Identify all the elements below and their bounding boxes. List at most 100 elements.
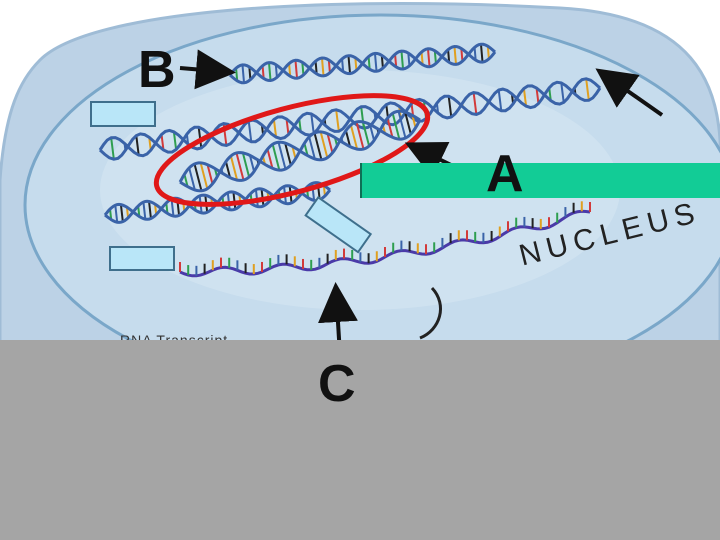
base-pair <box>472 92 478 115</box>
base-pair <box>314 61 318 74</box>
base-pair <box>308 136 316 160</box>
pore-curve <box>419 286 442 340</box>
base-pair <box>271 144 281 171</box>
arrow-icon <box>595 68 664 117</box>
base-pair <box>380 55 384 69</box>
base-pair <box>183 174 189 187</box>
base-pair <box>361 121 371 147</box>
answer-bar <box>360 163 720 198</box>
blank-label-box <box>90 101 156 127</box>
base-pair <box>119 204 124 222</box>
base-pair <box>188 167 196 191</box>
base-pair <box>267 62 272 81</box>
base-pair <box>291 146 297 159</box>
base-pair <box>235 152 245 181</box>
base-pair <box>391 113 401 140</box>
base-pair <box>193 163 203 191</box>
base-pair <box>535 87 540 104</box>
base-pair <box>266 148 274 169</box>
label-a: A <box>486 145 524 203</box>
base-pair <box>486 46 490 60</box>
base-pair <box>349 124 359 150</box>
base-pair <box>284 142 292 166</box>
base-pair <box>447 96 453 118</box>
base-pair <box>226 192 231 210</box>
base-pair <box>433 50 437 64</box>
base-pair <box>497 89 503 111</box>
base-pair <box>285 118 290 135</box>
helix-backbone <box>228 44 497 83</box>
base-pair <box>313 132 323 160</box>
base-pair <box>235 67 239 81</box>
base-pair <box>261 65 265 79</box>
base-pair <box>585 78 590 101</box>
base-pair <box>224 161 232 178</box>
base-pair <box>397 111 407 139</box>
base-pair <box>303 143 309 156</box>
dna-helix <box>178 109 422 193</box>
base-pair <box>277 142 287 170</box>
helix-backbone <box>98 80 602 158</box>
base-pair <box>319 131 329 158</box>
base-pair <box>344 130 352 147</box>
base-pair <box>367 56 371 70</box>
highlight-oval <box>153 93 431 207</box>
base-pair <box>301 62 305 76</box>
base-pair <box>294 60 299 79</box>
base-pair <box>114 205 119 223</box>
base-pair <box>172 131 178 150</box>
base-pair <box>272 119 278 138</box>
dna-helix <box>228 42 497 85</box>
base-pair <box>522 88 528 107</box>
base-pair <box>354 57 358 71</box>
base-pair <box>386 117 394 138</box>
base-pair <box>335 109 340 132</box>
base-pair <box>320 57 325 77</box>
base-pair <box>400 50 405 70</box>
base-pair <box>460 48 464 62</box>
base-pair <box>199 162 209 189</box>
base-pair <box>206 164 214 185</box>
mrna-strand <box>179 201 591 278</box>
base-pair <box>447 49 451 63</box>
base-pair <box>241 64 246 83</box>
base-pair <box>426 48 431 67</box>
label-b: B <box>138 41 176 99</box>
base-pair <box>453 46 458 65</box>
base-pair <box>247 120 253 142</box>
base-pair <box>148 201 152 219</box>
base-pair <box>394 54 398 68</box>
cover-panel <box>0 340 720 540</box>
label-c: C <box>318 355 356 413</box>
base-pair <box>420 51 424 65</box>
base-pair <box>274 64 278 78</box>
base-pair <box>326 133 334 154</box>
base-pair <box>368 124 376 141</box>
base-pair <box>248 155 256 172</box>
helix-backbone <box>178 119 422 183</box>
base-pair <box>135 135 140 156</box>
base-pair <box>142 202 147 220</box>
base-pair <box>347 55 352 74</box>
base-pair <box>479 44 484 63</box>
base-pair <box>473 47 477 61</box>
base-pair <box>341 58 345 72</box>
base-pair <box>407 53 411 66</box>
arrow-icon <box>179 49 236 90</box>
base-pair <box>411 115 417 128</box>
base-pair <box>110 137 115 160</box>
base-pair <box>241 152 251 178</box>
base-pair <box>288 63 292 77</box>
base-pair <box>355 121 365 150</box>
base-pair <box>373 53 378 72</box>
base-pair <box>160 134 165 151</box>
base-pair <box>560 82 565 103</box>
base-pair <box>310 113 315 134</box>
base-pair <box>327 59 331 73</box>
base-pair <box>404 111 412 135</box>
base-pair <box>229 155 239 181</box>
blank-label-box <box>109 246 175 271</box>
base-pair <box>232 192 237 210</box>
base-pair <box>248 66 252 80</box>
